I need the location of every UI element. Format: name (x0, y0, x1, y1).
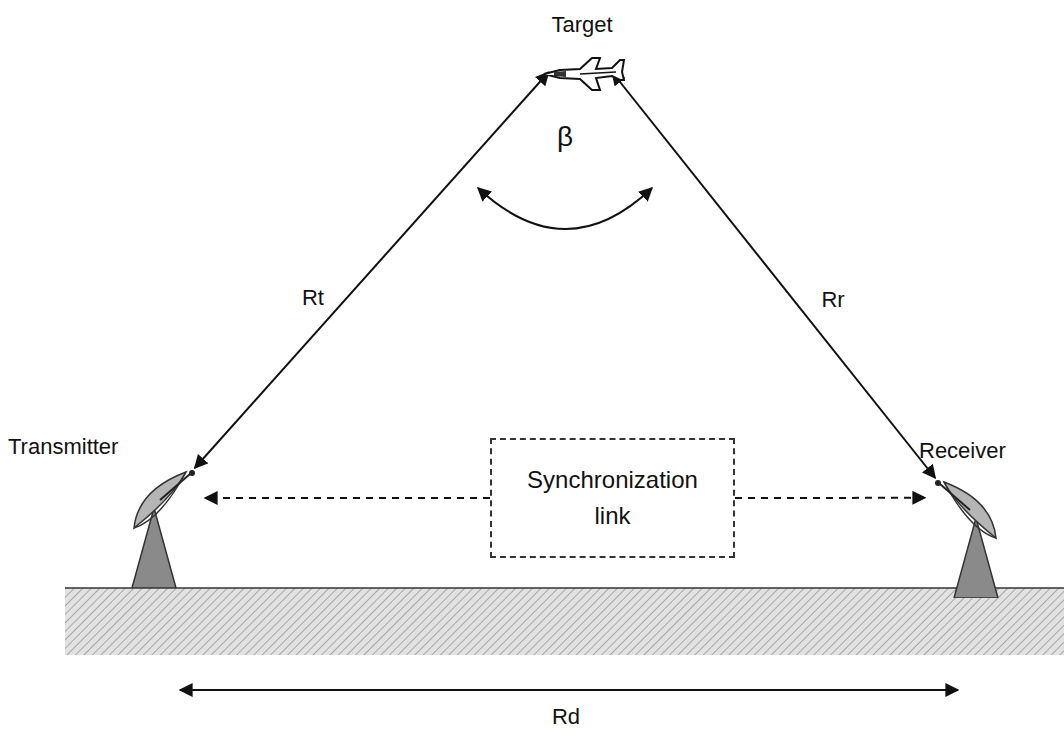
station-label: Transmitter (8, 434, 118, 459)
range-label: Rt (299, 285, 327, 310)
sync-connector (205, 497, 490, 499)
transmitter-antenna: Transmitter (120, 468, 205, 588)
dish-antenna (120, 468, 205, 588)
angle-label: β (557, 121, 573, 152)
baseline-label: Rd (552, 704, 580, 729)
range-connector (195, 72, 549, 468)
sync-connector (735, 497, 925, 499)
station-label: Receiver (919, 438, 1006, 463)
sync-link-box: Synchronization link (490, 438, 735, 558)
range-label: Rr (818, 287, 847, 312)
target-aircraft: Target (540, 52, 625, 97)
receiver-antenna: Receiver (925, 478, 1010, 588)
jet-icon (540, 52, 625, 97)
dish-antenna (925, 478, 1010, 598)
range-connector (612, 72, 935, 478)
station-label: Target (551, 12, 612, 37)
baseline-arrow (180, 689, 958, 691)
ground-line (65, 587, 1064, 589)
ground (65, 588, 1064, 655)
angle-arc (478, 188, 652, 229)
box-label: Synchronization link (513, 462, 713, 534)
